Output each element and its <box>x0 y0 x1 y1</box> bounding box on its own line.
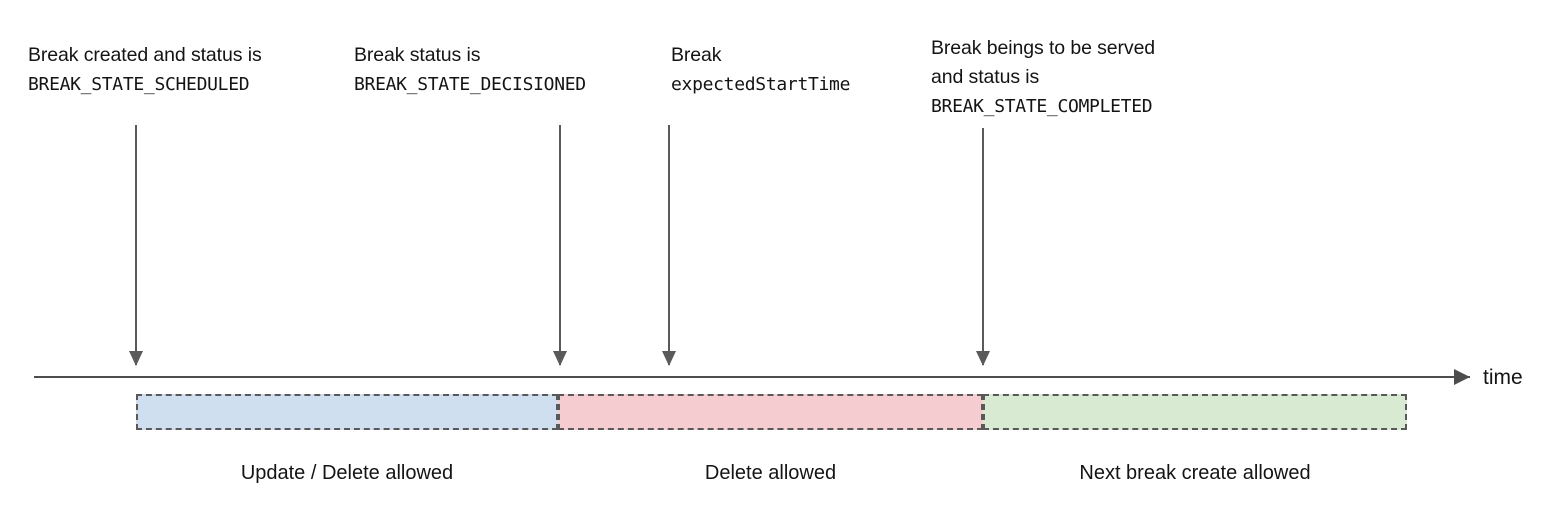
annotation-scheduled-line-1: Break created and status is <box>28 44 262 66</box>
arrow-down-icon-expected-start-time <box>662 125 676 366</box>
annotation-completed-line-3: BREAK_STATE_COMPLETED <box>931 96 1153 117</box>
annotation-decisioned-line-2: BREAK_STATE_DECISIONED <box>354 74 586 95</box>
pointer-shaft <box>135 125 137 365</box>
pointer-shaft <box>982 128 984 365</box>
annotation-expected-start-time-line-2: expectedStartTime <box>671 74 851 95</box>
arrow-down-icon-decisioned <box>553 125 567 366</box>
pointer-arrowhead <box>662 351 676 366</box>
pointer-shaft <box>668 125 670 365</box>
phase-caption-update-delete: Update / Delete allowed <box>240 462 454 484</box>
annotation-scheduled: Break created and status is BREAK_STATE_… <box>28 41 262 99</box>
time-axis-line <box>34 376 1470 378</box>
annotation-expected-start-time-line-1: Break <box>671 44 722 66</box>
pointer-shaft <box>559 125 561 365</box>
arrow-right-icon <box>1454 369 1470 385</box>
pointer-arrowhead <box>553 351 567 366</box>
arrow-down-icon-completed <box>976 128 990 366</box>
annotation-decisioned-line-1: Break status is <box>354 44 481 66</box>
phase-caption-next-break: Next break create allowed <box>1079 462 1311 484</box>
phase-bar-delete-only <box>558 394 983 430</box>
annotation-expected-start-time: Break expectedStartTime <box>671 41 850 99</box>
annotation-decisioned: Break status is BREAK_STATE_DECISIONED <box>354 41 586 99</box>
pointer-arrowhead <box>976 351 990 366</box>
time-axis-label: time <box>1483 366 1523 389</box>
phase-bar-update-delete <box>136 394 558 430</box>
phase-bar-next-break <box>983 394 1407 430</box>
annotation-scheduled-line-2: BREAK_STATE_SCHEDULED <box>28 74 250 95</box>
annotation-completed: Break beings to be served and status is … <box>931 34 1155 121</box>
arrow-down-icon-scheduled <box>129 125 143 366</box>
annotation-completed-line-2: and status is <box>931 66 1040 88</box>
annotation-completed-line-1: Break beings to be served <box>931 37 1156 59</box>
phase-caption-delete-only: Delete allowed <box>704 462 837 484</box>
pointer-arrowhead <box>129 351 143 366</box>
